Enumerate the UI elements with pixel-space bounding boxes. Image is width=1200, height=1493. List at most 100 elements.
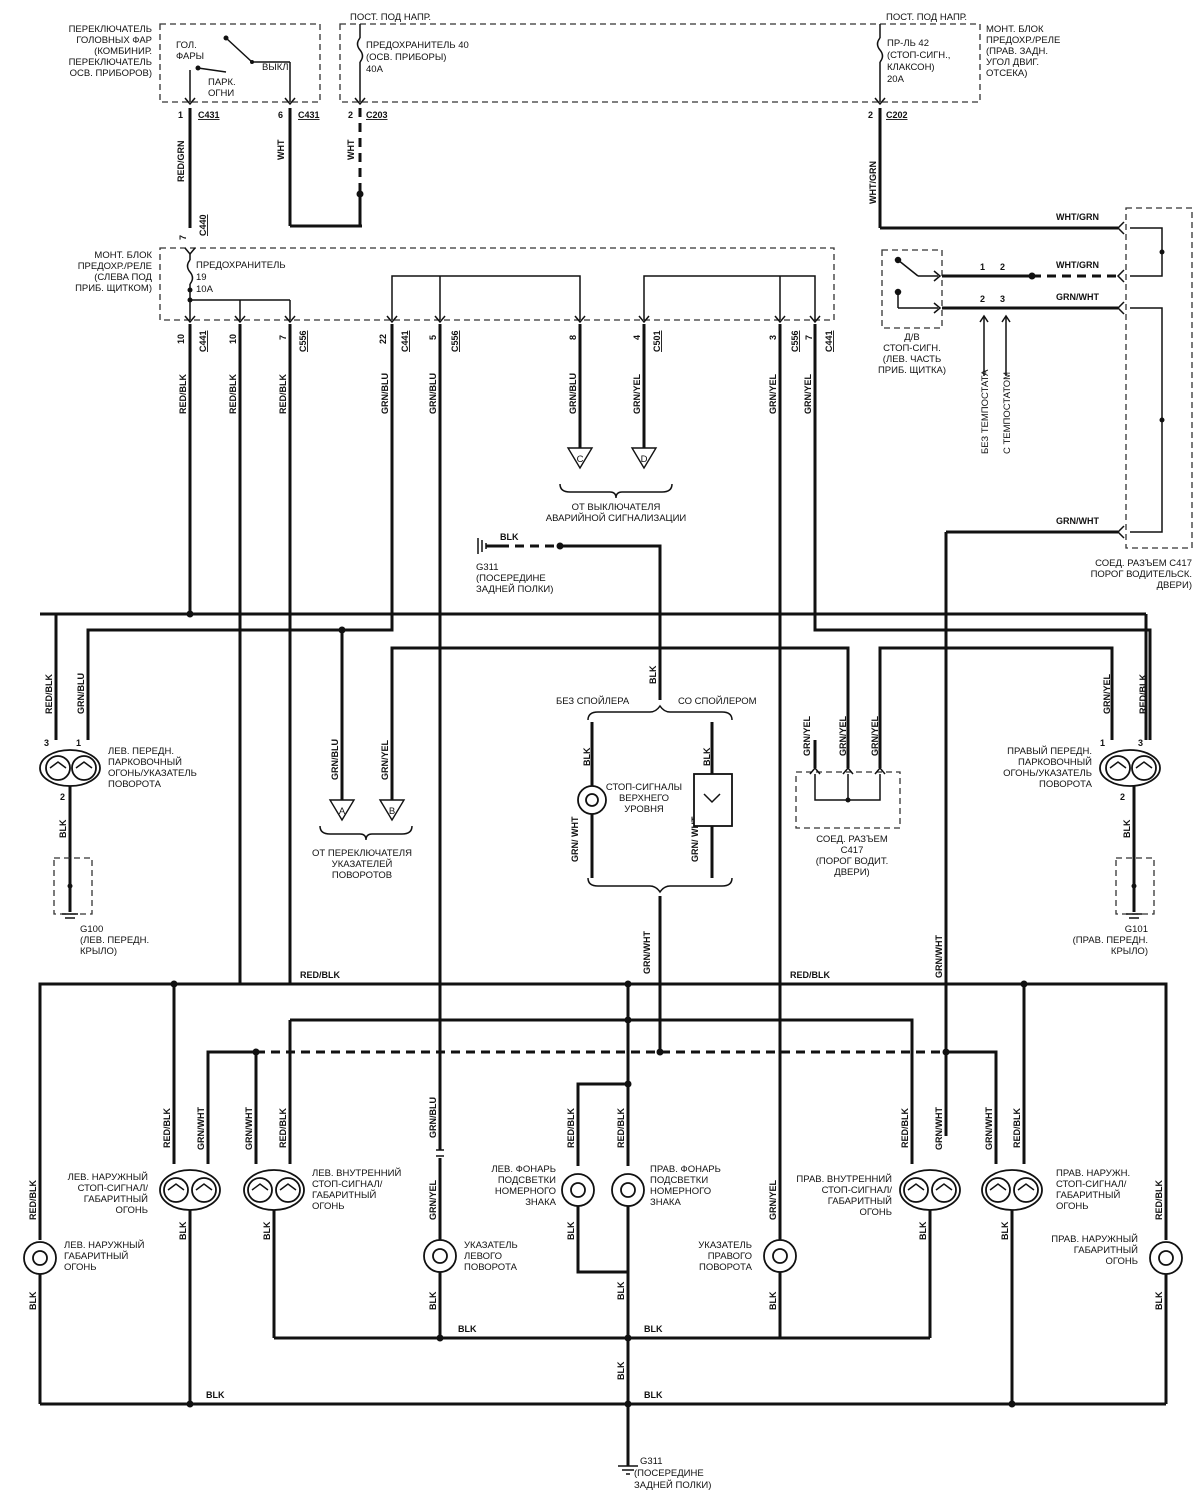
svg-text:ПРИБ. ЩИТКОМ): ПРИБ. ЩИТКОМ) (75, 283, 152, 294)
svg-text:ОГОНЬ/УКАЗАТЕЛЬ: ОГОНЬ/УКАЗАТЕЛЬ (108, 768, 197, 779)
svg-text:ОГОНЬ/УКАЗАТЕЛЬ: ОГОНЬ/УКАЗАТЕЛЬ (1003, 768, 1092, 779)
svg-text:1: 1 (980, 262, 985, 272)
right-turn-lamp: УКАЗАТЕЛЬ ПРАВОГО ПОВОРОТА (698, 1239, 797, 1273)
svg-text:6: 6 (278, 110, 283, 120)
left-inner-stop-lamp: ЛЕВ. ВНУТРЕННИЙ СТОП-СИГНАЛ/ ГАБАРИТНЫЙ … (243, 1167, 401, 1212)
svg-text:ОГОНЬ: ОГОНЬ (64, 1262, 97, 1273)
svg-text:BLK: BLK (644, 1324, 663, 1334)
svg-text:ПРЕДОХР./РЕЛЕ: ПРЕДОХР./РЕЛЕ (78, 261, 152, 272)
hot-label-1: ПОСТ. ПОД НАПР. (350, 12, 431, 23)
svg-text:ПОВОРОТА: ПОВОРОТА (464, 1262, 518, 1273)
svg-text:СОЕД. РАЗЪЕМ: СОЕД. РАЗЪЕМ (816, 834, 888, 845)
svg-text:BLK: BLK (178, 1221, 188, 1240)
sw-ogni-label: ОГНИ (208, 88, 234, 99)
c431-label-a: C431 (198, 110, 220, 120)
svg-text:УРОВНЯ: УРОВНЯ (624, 804, 664, 815)
svg-text:C: C (577, 454, 584, 465)
without-cruise-label: БЕЗ ТЕМПОСТАТА (980, 369, 991, 454)
brake-switch-label: Д/В СТОП-СИГН. (ЛЕВ. ЧАСТЬ ПРИБ. ЩИТКА) (878, 332, 946, 376)
svg-text:2: 2 (868, 110, 873, 120)
svg-text:GRN/YEL: GRN/YEL (768, 1179, 778, 1220)
mid-fuse-box (159, 247, 835, 321)
mid-connector-arrows (184, 315, 821, 324)
svg-text:19: 19 (196, 272, 207, 283)
svg-text:ЛЕВ. ПЕРЕДН.: ЛЕВ. ПЕРЕДН. (108, 746, 174, 757)
svg-text:НОМЕРНОГО: НОМЕРНОГО (650, 1186, 711, 1197)
svg-text:RED/BLK: RED/BLK (178, 374, 188, 414)
svg-text:G101: G101 (1125, 924, 1148, 935)
svg-text:ПРАВ. ВНУТРЕННИЙ: ПРАВ. ВНУТРЕННИЙ (796, 1173, 892, 1185)
c417-mid: GRN/YEL GRN/YEL GRN/YEL СОЕД. РАЗЪЕМ C41… (795, 715, 901, 878)
svg-text:GRN/BLU: GRN/BLU (380, 373, 390, 414)
right-outer-stop-lamp: ПРАВ. НАРУЖН. СТОП-СИГНАЛ/ ГАБАРИТНЫЙ ОГ… (981, 1168, 1130, 1212)
svg-text:GRN/WHT: GRN/WHT (244, 1107, 254, 1150)
svg-text:BLK: BLK (428, 1291, 438, 1310)
svg-text:УГОЛ ДВИГ.: УГОЛ ДВИГ. (986, 57, 1039, 68)
svg-text:СОЕД. РАЗЪЕМ C417: СОЕД. РАЗЪЕМ C417 (1095, 558, 1192, 569)
svg-text:СТОП-СИГН.: СТОП-СИГН. (883, 343, 941, 354)
svg-text:ГОЛОВНЫХ ФАР: ГОЛОВНЫХ ФАР (76, 35, 152, 46)
with-spoiler-label: СО СПОЙЛЕРОМ (678, 695, 757, 707)
svg-text:АВАРИЙНОЙ СИГНАЛИЗАЦИИ: АВАРИЙНОЙ СИГНАЛИЗАЦИИ (546, 512, 687, 524)
svg-text:(ПОСЕРЕДИНЕ: (ПОСЕРЕДИНЕ (634, 1468, 704, 1479)
svg-text:(ПРАВ. ПЕРЕДН.: (ПРАВ. ПЕРЕДН. (1073, 935, 1148, 946)
svg-text:D: D (641, 454, 648, 465)
svg-text:ПОВОРОТОВ: ПОВОРОТОВ (332, 870, 392, 881)
svg-text:(СТОП-СИГН.,: (СТОП-СИГН., (887, 50, 950, 61)
svg-text:ГАБАРИТНЫЙ: ГАБАРИТНЫЙ (1074, 1244, 1138, 1256)
svg-text:ПЕРЕКЛЮЧАТЕЛЬ: ПЕРЕКЛЮЧАТЕЛЬ (69, 57, 152, 68)
svg-text:GRN/YEL: GRN/YEL (802, 715, 812, 756)
svg-text:GRN/WHT: GRN/WHT (984, 1107, 994, 1150)
svg-text:GRN/YEL: GRN/YEL (380, 739, 390, 780)
right-plate-lamp: ПРАВ. ФОНАРЬ ПОДСВЕТКИ НОМЕРНОГО ЗНАКА (611, 1164, 721, 1208)
svg-text:RED/BLK: RED/BLK (1012, 1108, 1022, 1148)
left-plate-lamp: ЛЕВ. ФОНАРЬ ПОДСВЕТКИ НОМЕРНОГО ЗНАКА (491, 1164, 595, 1208)
mid-fuse-box-label: МОНТ. БЛОК ПРЕДОХР./РЕЛЕ (СЛЕВА ПОД ПРИБ… (75, 250, 152, 294)
fuse-19: ПРЕДОХРАНИТЕЛЬ 19 10A (184, 247, 291, 320)
svg-text:BLK: BLK (58, 819, 68, 838)
svg-text:GRN/ WHT: GRN/ WHT (690, 816, 700, 862)
svg-text:(ПОРОГ ВОДИТ.: (ПОРОГ ВОДИТ. (816, 856, 889, 867)
svg-text:СТОП-СИГНАЛ/: СТОП-СИГНАЛ/ (312, 1179, 383, 1190)
svg-text:ЛЕВ. ФОНАРЬ: ЛЕВ. ФОНАРЬ (491, 1164, 556, 1175)
svg-text:RED/BLK: RED/BLK (44, 674, 54, 714)
svg-text:СТОП-СИГНАЛЫ: СТОП-СИГНАЛЫ (606, 782, 682, 793)
svg-text:СТОП-СИГНАЛ/: СТОП-СИГНАЛ/ (1056, 1179, 1127, 1190)
svg-text:GRN/YEL: GRN/YEL (1102, 673, 1112, 714)
svg-text:RED/GRN: RED/GRN (176, 140, 186, 182)
right-outer-marker-lamp: ПРАВ. НАРУЖНЫЙ ГАБАРИТНЫЙ ОГОНЬ (1051, 1233, 1183, 1275)
hot-label-2: ПОСТ. ПОД НАПР. (886, 12, 967, 23)
svg-text:Д/В: Д/В (904, 332, 919, 343)
g311-bottom-ground: G311 (ПОСЕРЕДИНЕ ЗАДНЕЙ ПОЛКИ) (618, 1456, 711, 1491)
no-spoiler-label: БЕЗ СПОЙЛЕРА (556, 695, 630, 707)
svg-text:1: 1 (178, 110, 183, 120)
svg-text:ПРЕДОХР./РЕЛЕ: ПРЕДОХР./РЕЛЕ (986, 35, 1060, 46)
svg-text:G100: G100 (80, 924, 103, 935)
svg-text:МОНТ. БЛОК: МОНТ. БЛОК (986, 24, 1044, 35)
svg-text:10: 10 (228, 334, 238, 344)
svg-text:(ПРАВ. ЗАДН.: (ПРАВ. ЗАДН. (986, 46, 1048, 57)
svg-text:GRN/WHT: GRN/WHT (934, 1107, 944, 1150)
top-fuse-box (339, 23, 981, 103)
c417-right-box (1125, 207, 1193, 549)
fuse-40: ПРЕДОХРАНИТЕЛЬ 40 (ОСВ. ПРИБОРЫ) 40A (356, 24, 469, 102)
svg-text:WHT: WHT (276, 139, 286, 160)
headlight-switch-label: ПЕРЕКЛЮЧАТЕЛЬ ГОЛОВНЫХ ФАР (КОМБИНИР. ПЕ… (69, 24, 152, 79)
svg-text:BLK: BLK (458, 1324, 477, 1334)
svg-text:BLK: BLK (702, 747, 712, 766)
svg-text:НОМЕРНОГО: НОМЕРНОГО (495, 1186, 556, 1197)
with-cruise-label: С ТЕМПОСТАТОМ (1002, 372, 1013, 454)
svg-text:GRN/BLU: GRN/BLU (428, 373, 438, 414)
sw-gol-label: ГОЛ. (176, 40, 197, 51)
svg-text:ПРАВ. ФОНАРЬ: ПРАВ. ФОНАРЬ (650, 1164, 721, 1175)
svg-text:1: 1 (76, 738, 81, 748)
svg-text:ПОДСВЕТКИ: ПОДСВЕТКИ (650, 1175, 708, 1186)
svg-text:RED/BLK: RED/BLK (790, 970, 830, 980)
hazard-label: ОТ ВЫКЛЮЧАТЕЛЯ АВАРИЙНОЙ СИГНАЛИЗАЦИИ (546, 502, 687, 524)
svg-text:ПОВОРОТА: ПОВОРОТА (1039, 779, 1093, 790)
svg-text:ЛЕВ. НАРУЖНЫЙ: ЛЕВ. НАРУЖНЫЙ (68, 1171, 149, 1183)
svg-text:RED/BLK: RED/BLK (278, 1108, 288, 1148)
svg-text:ПРАВОГО: ПРАВОГО (708, 1251, 752, 1262)
marker-c (566, 447, 594, 470)
svg-text:(ПОСЕРЕДИНЕ: (ПОСЕРЕДИНЕ (476, 573, 546, 584)
